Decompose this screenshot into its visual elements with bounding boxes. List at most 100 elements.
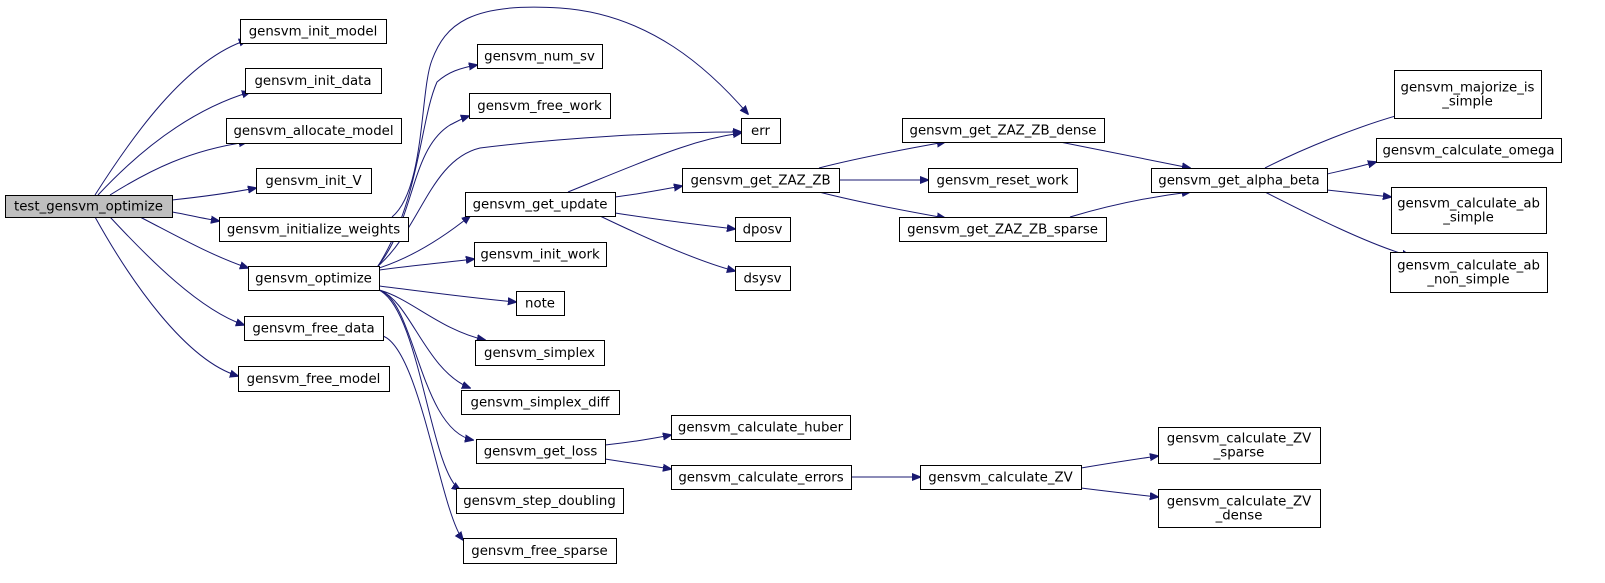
node-gensvm-free-data[interactable]: gensvm_free_data — [244, 316, 384, 341]
edge-test-gensvm-optimize-to-gensvm-init-model — [94, 40, 247, 196]
node-box — [474, 242, 607, 267]
edge-test-gensvm-optimize-to-gensvm-init-v — [171, 188, 256, 201]
node-box — [741, 118, 781, 144]
node-gensvm-step-doubling[interactable]: gensvm_step_doubling — [456, 488, 624, 514]
node-box — [245, 68, 382, 94]
edge-gensvm-optimize-to-gensvm-get-update — [378, 216, 470, 269]
nodes-layer: test_gensvm_optimize gensvm_init_modelgen… — [5, 19, 1562, 564]
edge-gensvm-get-loss-to-gensvm-calculate-huber — [604, 435, 671, 446]
edge-gensvm-get-zaz-zb-to-gensvm-get-zaz-zb-dense — [818, 142, 945, 169]
node-gensvm-simplex-diff[interactable]: gensvm_simplex_diff — [461, 390, 620, 415]
node-label: gensvm_get_ZAZ_ZB — [690, 174, 830, 189]
node-box — [465, 192, 616, 217]
node-box — [226, 118, 402, 144]
node-label: gensvm_init_work — [480, 248, 600, 263]
node-gensvm-get-zaz-zb-sparse[interactable]: gensvm_get_ZAZ_ZB_sparse — [899, 217, 1107, 242]
node-box — [671, 465, 852, 490]
node-note[interactable]: note — [516, 291, 565, 316]
node-box — [476, 439, 606, 464]
edge-test-gensvm-optimize-to-gensvm-allocate-model — [109, 142, 247, 196]
node-gensvm-calculate-errors[interactable]: gensvm_calculate_errors — [671, 465, 852, 490]
edge-gensvm-get-update-to-dsysv — [599, 215, 735, 271]
node-label: gensvm_get_ZAZ_ZB_sparse — [907, 223, 1098, 238]
edge-gensvm-optimize-to-note — [378, 285, 516, 302]
edge-test-gensvm-optimize-to-gensvm-free-model — [94, 216, 238, 376]
node-box — [456, 488, 624, 514]
node-box — [238, 366, 390, 392]
edge-gensvm-optimize-to-gensvm-init-work — [378, 259, 474, 271]
node-gensvm-get-zaz-zb-dense[interactable]: gensvm_get_ZAZ_ZB_dense — [902, 118, 1105, 143]
node-label: gensvm_init_model — [249, 25, 378, 40]
node-gensvm-init-model[interactable]: gensvm_init_model — [240, 19, 387, 44]
node-label: gensvm_allocate_model — [233, 124, 393, 139]
node-gensvm-free-work[interactable]: gensvm_free_work — [469, 93, 611, 119]
node-label: dposv — [743, 223, 783, 238]
node-box — [1390, 252, 1548, 293]
node-err[interactable]: err — [741, 118, 781, 144]
node-gensvm-get-zaz-zb[interactable]: gensvm_get_ZAZ_ZB — [682, 168, 840, 193]
node-gensvm-initialize-weights[interactable]: gensvm_initialize_weights — [219, 217, 409, 242]
node-label: gensvm_get_ZAZ_ZB_dense — [910, 124, 1097, 139]
node-label: gensvm_majorize_is — [1401, 81, 1535, 96]
edge-gensvm-optimize-to-gensvm-get-loss — [378, 289, 473, 440]
node-box — [735, 217, 791, 242]
node-box — [463, 538, 617, 564]
node-gensvm-calculate-zv-dense[interactable]: gensvm_calculate_ZV_dense — [1158, 489, 1321, 528]
node-gensvm-calculate-zv-sparse[interactable]: gensvm_calculate_ZV_sparse — [1158, 427, 1321, 464]
edge-gensvm-optimize-to-err — [377, 132, 741, 267]
node-gensvm-optimize[interactable]: gensvm_optimize — [248, 266, 380, 291]
node-box — [477, 44, 603, 69]
edge-test-gensvm-optimize-to-gensvm-init-data — [97, 92, 250, 196]
node-label: _simple — [1442, 211, 1494, 226]
node-gensvm-calculate-huber[interactable]: gensvm_calculate_huber — [671, 415, 851, 440]
node-gensvm-allocate-model[interactable]: gensvm_allocate_model — [226, 118, 402, 144]
node-gensvm-simplex[interactable]: gensvm_simplex — [475, 340, 605, 366]
edge-gensvm-get-zaz-zb-sparse-to-gensvm-get-alpha-beta — [1069, 192, 1190, 218]
node-gensvm-free-model[interactable]: gensvm_free_model — [238, 366, 390, 392]
edge-gensvm-get-alpha-beta-to-gensvm-calculate-omega — [1326, 162, 1376, 175]
node-gensvm-get-alpha-beta[interactable]: gensvm_get_alpha_beta — [1151, 168, 1328, 193]
node-label: err — [751, 124, 770, 139]
node-label: gensvm_initialize_weights — [227, 223, 400, 238]
node-dposv[interactable]: dposv — [735, 217, 791, 242]
node-box — [1376, 138, 1562, 163]
node-gensvm-majorize-is-simple[interactable]: gensvm_majorize_is_simple — [1394, 70, 1542, 119]
node-label: gensvm_simplex — [484, 346, 595, 361]
node-gensvm-calculate-ab-simple[interactable]: gensvm_calculate_ab_simple — [1391, 187, 1547, 234]
node-box — [920, 465, 1082, 490]
node-gensvm-reset-work[interactable]: gensvm_reset_work — [928, 168, 1078, 193]
node-label: _dense — [1215, 509, 1263, 524]
edge-gensvm-get-update-to-gensvm-get-zaz-zb — [614, 186, 682, 198]
node-label: gensvm_step_doubling — [463, 494, 616, 509]
node-test-gensvm-optimize[interactable]: test_gensvm_optimize — [5, 195, 173, 218]
node-label: gensvm_calculate_ab — [1397, 197, 1540, 212]
node-box — [516, 291, 565, 316]
node-box — [240, 19, 387, 44]
node-gensvm-calculate-omega[interactable]: gensvm_calculate_omega — [1376, 138, 1562, 163]
node-gensvm-get-update[interactable]: gensvm_get_update — [465, 192, 616, 217]
node-gensvm-calculate-zv[interactable]: gensvm_calculate_ZV — [920, 465, 1082, 490]
node-label: gensvm_free_model — [247, 372, 381, 387]
node-gensvm-num-sv[interactable]: gensvm_num_sv — [477, 44, 603, 69]
node-gensvm-init-work[interactable]: gensvm_init_work — [474, 242, 607, 267]
edge-test-gensvm-optimize-to-gensvm-initialize-weights — [171, 211, 219, 221]
node-gensvm-free-sparse[interactable]: gensvm_free_sparse — [463, 538, 617, 564]
node-label: gensvm_free_sparse — [471, 544, 607, 559]
edge-gensvm-get-alpha-beta-to-gensvm-calculate-ab-non-simple — [1264, 191, 1410, 256]
node-label: gensvm_free_work — [477, 99, 602, 114]
node-gensvm-init-v[interactable]: gensvm_init_V — [256, 168, 372, 194]
node-label: gensvm_init_V — [265, 174, 361, 189]
node-box — [469, 93, 611, 119]
edge-test-gensvm-optimize-to-gensvm-optimize — [139, 216, 248, 268]
node-label: gensvm_reset_work — [937, 174, 1069, 189]
node-label: gensvm_calculate_omega — [1382, 144, 1554, 159]
node-gensvm-calculate-ab-non-simple[interactable]: gensvm_calculate_ab_non_simple — [1390, 252, 1548, 293]
node-box — [1158, 427, 1321, 464]
node-dsysv[interactable]: dsysv — [735, 266, 791, 291]
node-label: _non_simple — [1426, 273, 1509, 288]
edge-test-gensvm-optimize-to-gensvm-free-data — [109, 216, 244, 325]
node-gensvm-init-data[interactable]: gensvm_init_data — [245, 68, 382, 94]
node-box — [1158, 489, 1321, 528]
node-gensvm-get-loss[interactable]: gensvm_get_loss — [476, 439, 606, 464]
